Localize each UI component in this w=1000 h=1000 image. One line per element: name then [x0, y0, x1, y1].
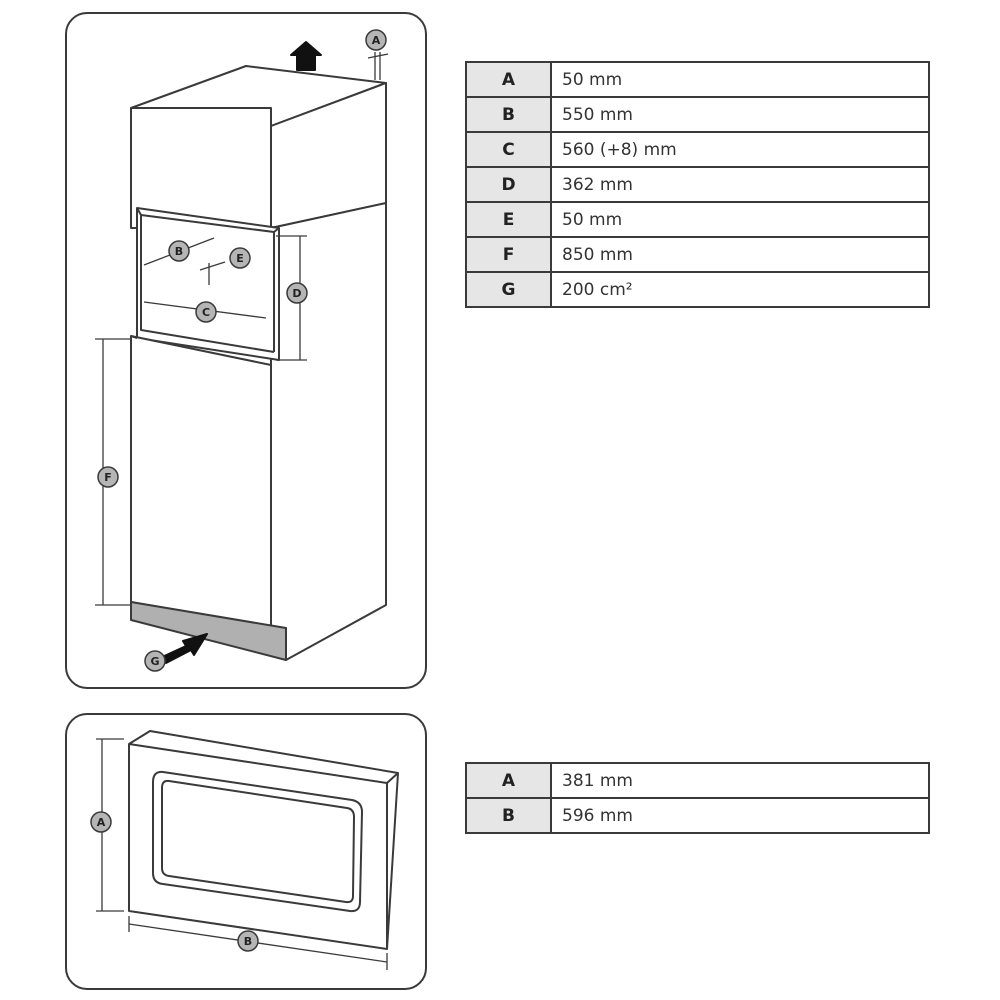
dimension-value: 200 cm² — [550, 271, 930, 308]
dimension-key: A — [465, 61, 552, 98]
dimension-key: D — [465, 166, 552, 203]
table-row: E 50 mm — [465, 201, 930, 238]
vent-in-arrow-icon — [159, 633, 208, 664]
dimension-value: 50 mm — [550, 61, 930, 98]
dimension-value: 550 mm — [550, 96, 930, 133]
svg-text:D: D — [292, 287, 301, 300]
svg-text:B: B — [175, 245, 183, 258]
label-c: C — [195, 301, 217, 323]
table-row: F 850 mm — [465, 236, 930, 273]
trim-frame — [128, 730, 399, 950]
dimension-key: E — [465, 201, 552, 238]
frame-label-b: B — [237, 930, 259, 952]
plinth-vent — [130, 601, 287, 661]
svg-text:G: G — [150, 655, 159, 668]
dimension-key: G — [465, 271, 552, 308]
dimension-key: A — [465, 762, 552, 799]
dimension-key: B — [465, 96, 552, 133]
dimension-key: C — [465, 131, 552, 168]
dimension-value: 362 mm — [550, 166, 930, 203]
svg-text:B: B — [244, 935, 252, 948]
svg-text:E: E — [236, 252, 244, 265]
label-g: G — [144, 650, 166, 672]
label-e: E — [229, 247, 251, 269]
installation-dimensions-table: A 50 mm B 550 mm C 560 (+8) mm D 362 mm … — [465, 61, 930, 308]
svg-text:F: F — [104, 471, 112, 484]
table-row: A 381 mm — [465, 762, 930, 799]
svg-text:A: A — [372, 34, 381, 47]
label-b: B — [168, 240, 190, 262]
dimension-value: 50 mm — [550, 201, 930, 238]
label-a: A — [365, 29, 387, 51]
vent-out-arrow-icon — [290, 41, 322, 71]
label-f: F — [97, 466, 119, 488]
table-row: B 596 mm — [465, 797, 930, 834]
table-row: C 560 (+8) mm — [465, 131, 930, 168]
table-row: A 50 mm — [465, 61, 930, 98]
dimension-key: B — [465, 797, 552, 834]
dimension-value: 596 mm — [550, 797, 930, 834]
dimension-key: F — [465, 236, 552, 273]
dimension-value: 381 mm — [550, 762, 930, 799]
upper-cabinet — [130, 65, 387, 229]
svg-text:A: A — [97, 816, 106, 829]
table-row: B 550 mm — [465, 96, 930, 133]
dimension-value: 850 mm — [550, 236, 930, 273]
dimension-value: 560 (+8) mm — [550, 131, 930, 168]
label-d: D — [286, 282, 308, 304]
table-row: D 362 mm — [465, 166, 930, 203]
frame-dimensions-table: A 381 mm B 596 mm — [465, 762, 930, 834]
table-row: G 200 cm² — [465, 271, 930, 308]
frame-label-a: A — [90, 811, 112, 833]
svg-text:C: C — [202, 306, 210, 319]
